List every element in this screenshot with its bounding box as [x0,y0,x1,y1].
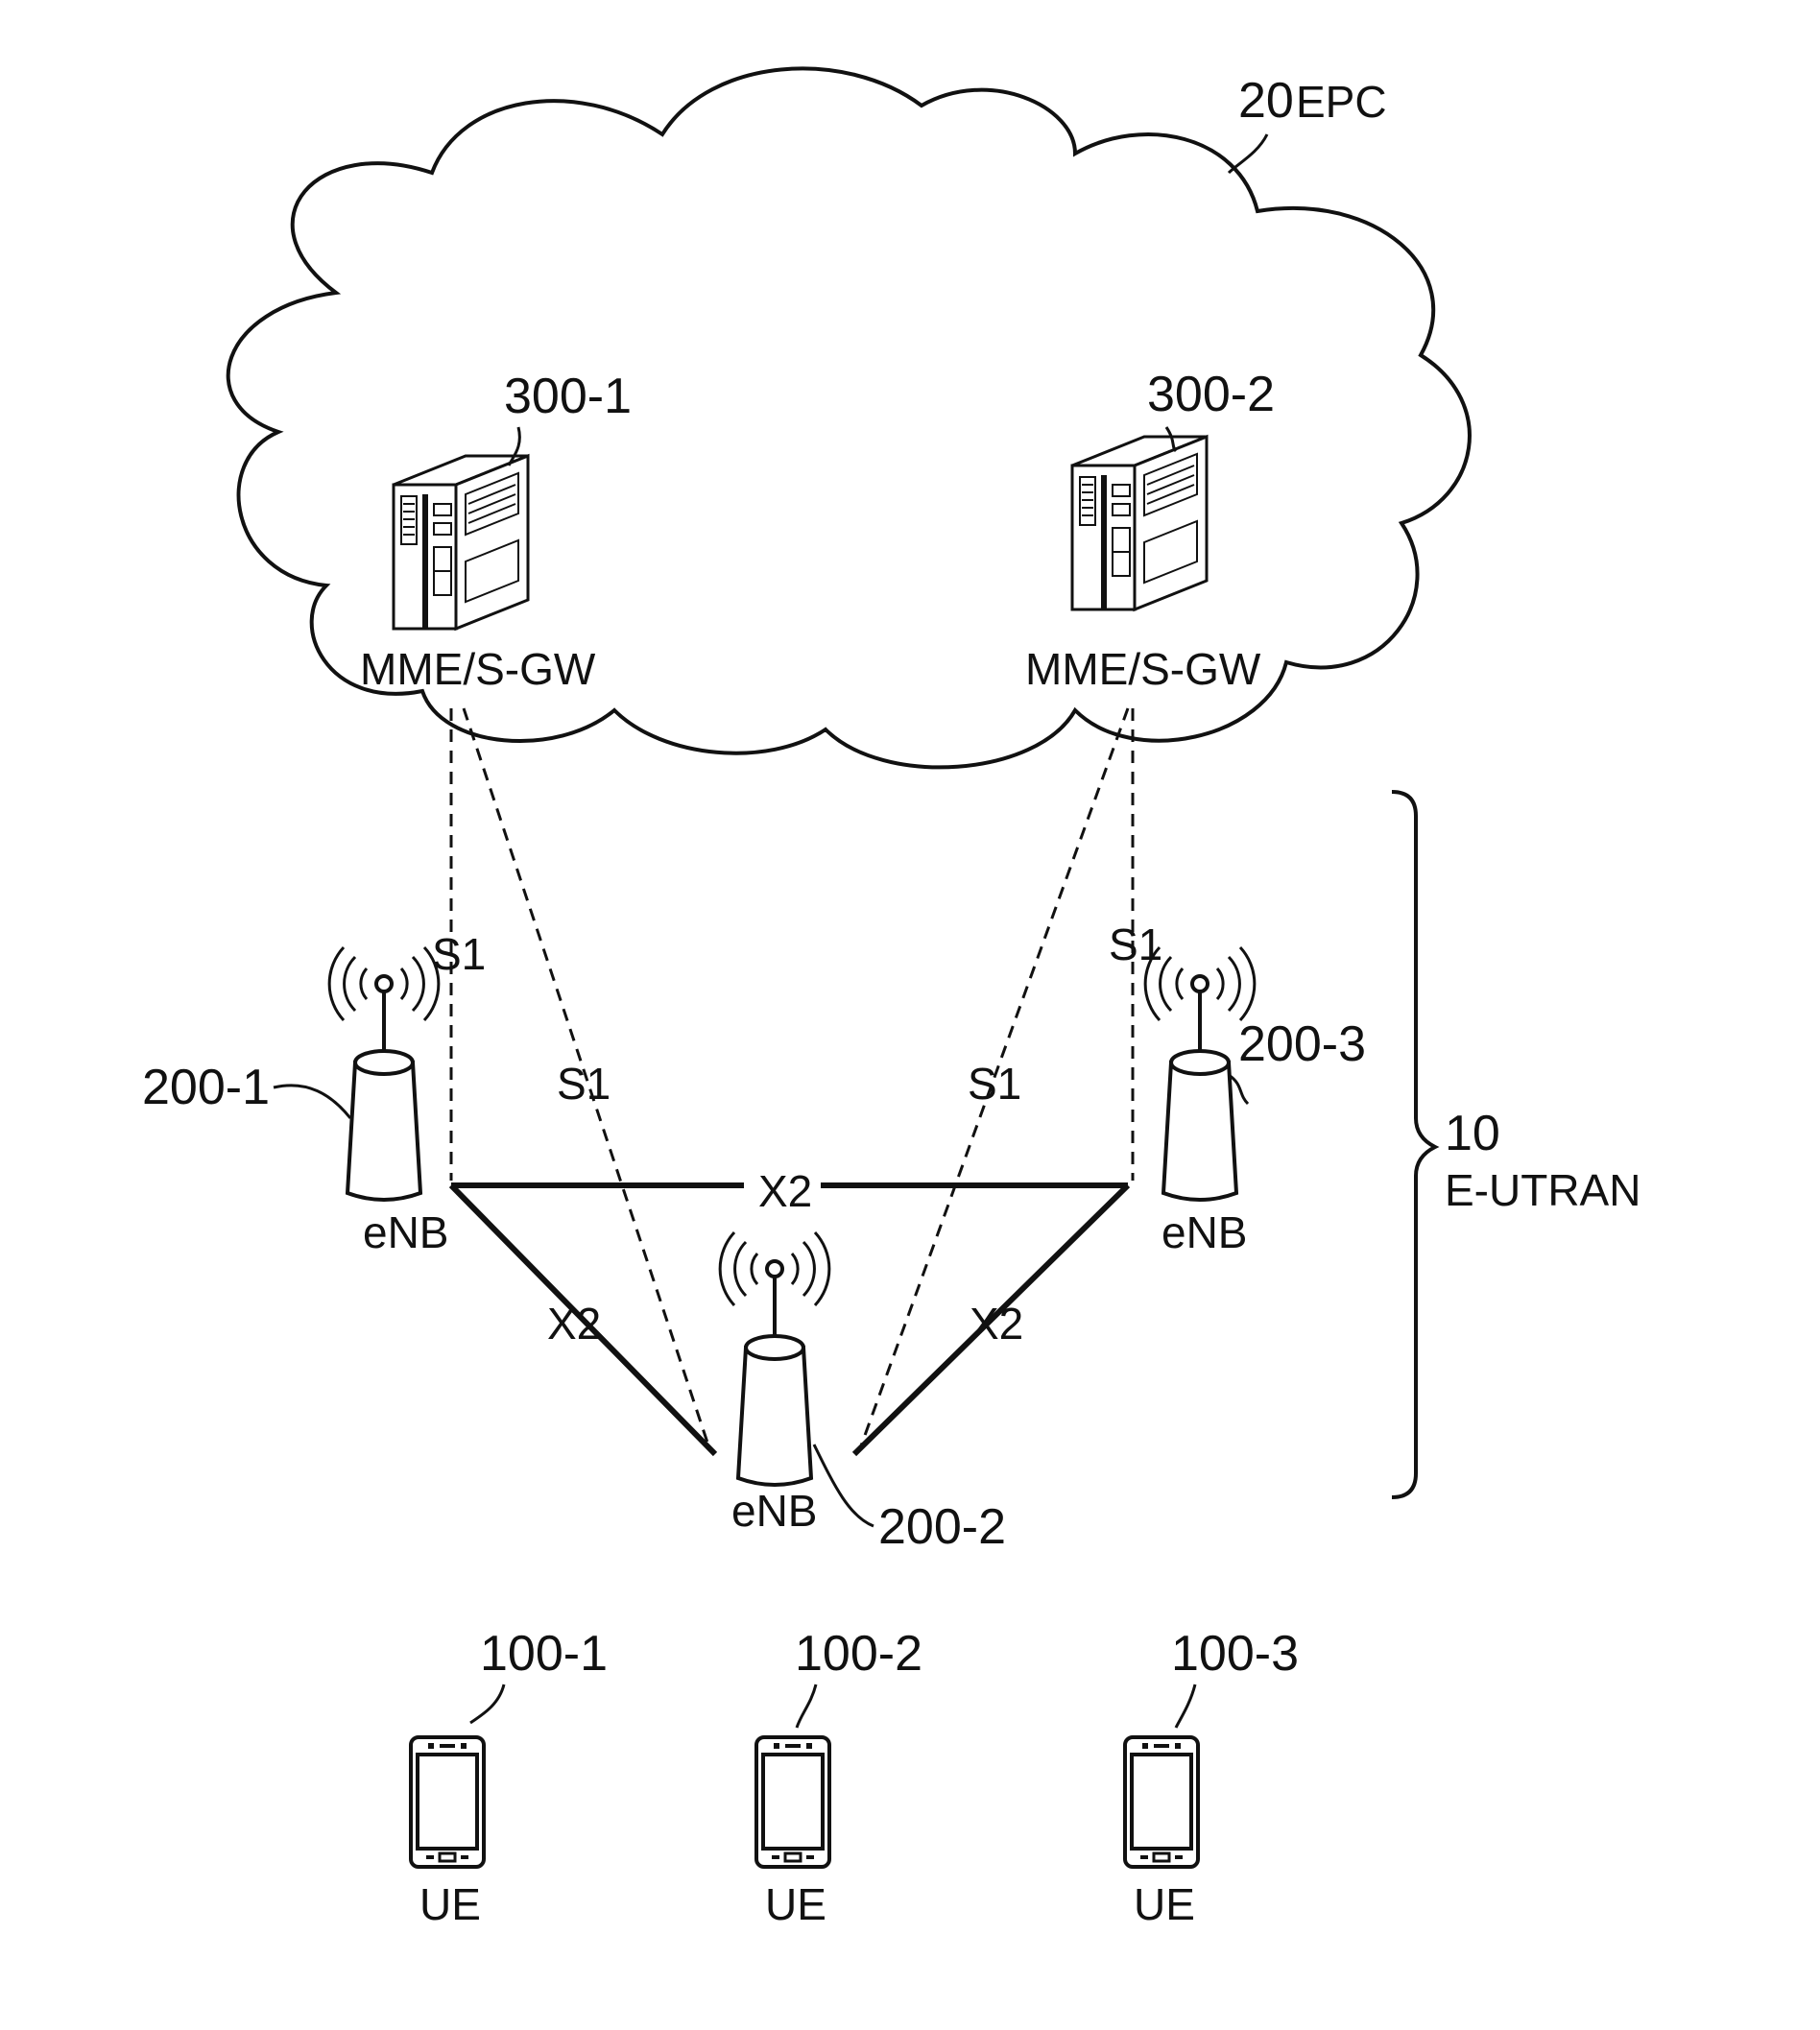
ue-100-3: 100-3 UE [1123,1626,1299,1929]
phone-icon [1123,1735,1200,1869]
epc-ref: 20 [1238,73,1294,129]
s1-label-left: S1 [432,929,486,979]
enb-leader [812,1444,874,1528]
base-station-icon [327,945,441,1202]
s1-label-right: S1 [1109,919,1162,969]
phone-icon [754,1735,831,1869]
ue-leader [795,1684,818,1729]
server-300-2: 300-2 MME/S-GW [1025,367,1275,694]
ue-100-1: 100-1 UE [409,1626,608,1929]
server-leader [507,426,521,466]
x2-link-200-3-to-200-2 [851,1182,1131,1457]
server-label: MME/S-GW [1025,644,1261,694]
base-station-icon [718,1230,831,1487]
enb-ref: 200-1 [142,1060,270,1115]
server-300-1: 300-1 MME/S-GW [360,369,632,694]
enb-leader [273,1084,352,1119]
s1-link-300-2-to-200-2 [857,707,1130,1452]
enb-200-3: 200-3 eNB [1143,945,1366,1257]
eutran-brace [1391,790,1440,1499]
s1-links [449,707,1135,1452]
x2-link-200-1-to-200-2 [448,1182,718,1457]
enb-label: eNB [731,1486,817,1536]
server-icon [392,454,530,631]
x2-label-top: X2 [758,1166,812,1216]
epc-label: EPC [1296,77,1387,127]
ue-100-2: 100-2 UE [754,1626,922,1929]
x2-label-right: X2 [970,1299,1023,1349]
ue-ref: 100-2 [795,1626,922,1682]
ue-leader [469,1684,506,1725]
ue-label: UE [1134,1879,1195,1929]
s1-label-mid-left: S1 [557,1059,611,1109]
phone-icon [409,1735,486,1869]
server-ref: 300-1 [504,369,632,424]
eutran-label: E-UTRAN [1445,1165,1640,1215]
ue-label: UE [419,1879,481,1929]
ue-ref: 100-3 [1171,1626,1299,1682]
epc-leader [1227,133,1269,175]
enb-label: eNB [363,1207,448,1257]
enb-ref: 200-3 [1238,1016,1366,1072]
enb-leader [1228,1073,1250,1106]
ue-leader [1174,1684,1197,1729]
enb-200-2: eNB 200-2 [718,1230,1006,1555]
ue-label: UE [765,1879,826,1929]
server-ref: 300-2 [1147,367,1275,422]
x2-label-left: X2 [547,1299,601,1349]
base-station-icon [1143,945,1257,1202]
s1-label-mid-right: S1 [968,1059,1021,1109]
server-icon [1070,435,1209,611]
enb-ref: 200-2 [878,1499,1006,1555]
s1-link-300-1-to-200-2 [462,707,712,1452]
ue-ref: 100-1 [480,1626,608,1682]
enb-200-1: 200-1 eNB [142,945,448,1257]
enb-label: eNB [1161,1207,1247,1257]
server-label: MME/S-GW [360,644,596,694]
eutran-ref: 10 [1445,1106,1500,1161]
server-leader [1164,426,1178,453]
